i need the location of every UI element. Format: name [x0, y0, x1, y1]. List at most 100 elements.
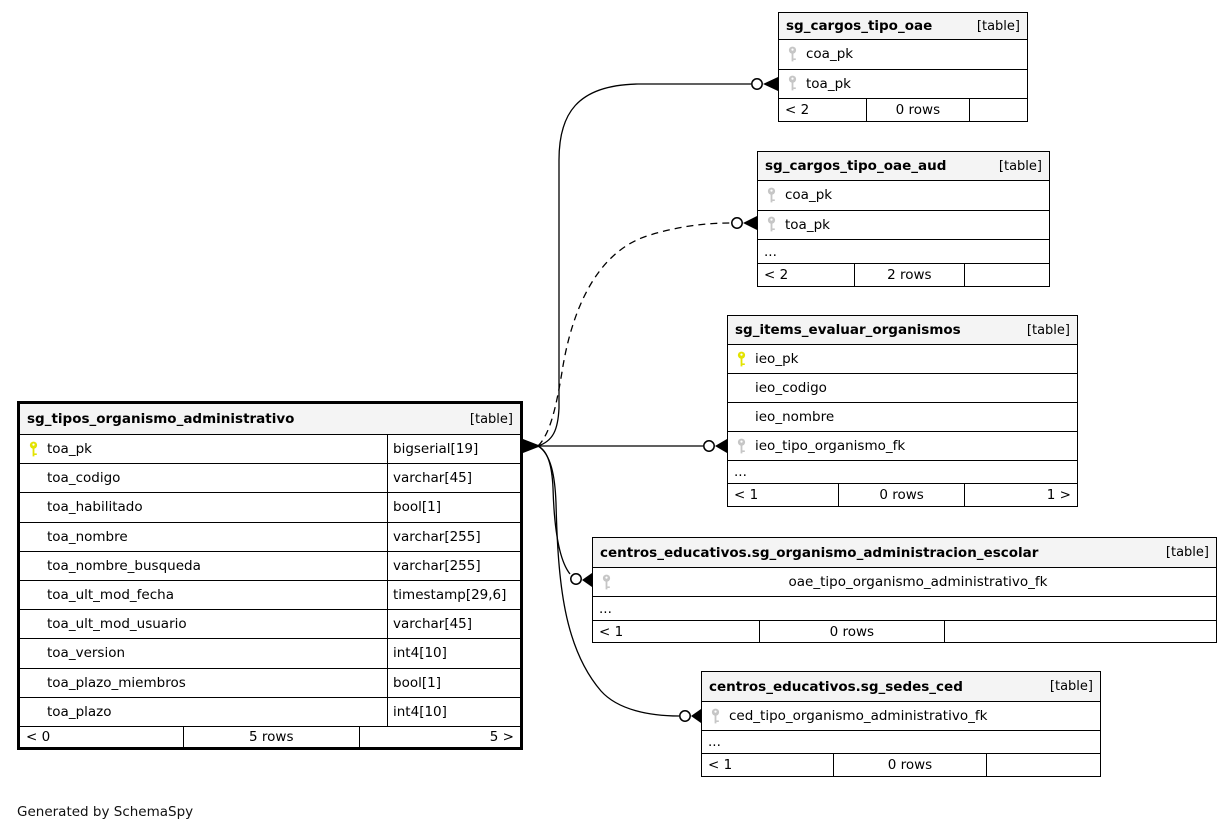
column-name: toa_plazo	[47, 703, 112, 720]
crow-foot-icon	[715, 439, 727, 453]
table-name: centros_educativos.sg_sedes_ced	[709, 678, 963, 695]
column-type: varchar[45]	[387, 610, 520, 639]
column-name: ieo_tipo_organismo_fk	[755, 438, 906, 454]
table-centros_educativos-sg_organismo_administracion_escolar[interactable]: centros_educativos.sg_organismo_administ…	[592, 537, 1217, 643]
zero-or-many-circle-icon	[731, 217, 743, 229]
table-sg_cargos_tipo_oae[interactable]: sg_cargos_tipo_oae [table] coa_pk toa_pk < 2…	[778, 12, 1028, 122]
column-type: varchar[45]	[387, 464, 520, 493]
column-row: ieo_tipo_organismo_fk	[728, 431, 1077, 460]
table-name: sg_cargos_tipo_oae	[786, 18, 933, 34]
footer-row-count: 0 rows	[758, 621, 945, 642]
foreign-key-icon	[737, 438, 746, 453]
footer-row-count: 2 rows	[854, 264, 965, 286]
ellipsis-label: ...	[708, 734, 721, 750]
more-columns-row: ...	[728, 460, 1077, 483]
column-name: ieo_nombre	[755, 409, 835, 425]
column-row: toa_pk	[779, 68, 1027, 99]
column-name: toa_ult_mod_usuario	[47, 616, 187, 633]
table-centros_educativos-sg_sedes_ced[interactable]: centros_educativos.sg_sedes_ced[table]ce…	[701, 671, 1101, 777]
footer-degree-left: < 1	[599, 623, 624, 640]
table-header: sg_tipos_organismo_administrativo[table]	[20, 404, 520, 434]
table-name: sg_items_evaluar_organismos	[735, 322, 961, 338]
column-type: timestamp[29,6]	[387, 580, 520, 610]
column-name: toa_nombre_busqueda	[47, 557, 201, 574]
column-name: toa_ult_mod_fecha	[47, 587, 174, 604]
column-name: coa_pk	[785, 187, 833, 204]
column-row: toa_plazo_miembros bool[1]	[20, 667, 520, 697]
table-footer: < 1 0 rows	[593, 620, 1216, 642]
table-name: sg_tipos_organismo_administrativo	[27, 411, 295, 427]
column-row: ieo_codigo	[728, 373, 1077, 402]
crow-foot-icon	[743, 216, 757, 230]
primary-key-icon	[737, 351, 746, 366]
column-row: toa_codigo varchar[45]	[20, 463, 520, 493]
table-header: sg_cargos_tipo_oae_aud [table]	[758, 152, 1049, 180]
table-name: sg_cargos_tipo_oae_aud	[765, 158, 947, 174]
column-name: ced_tipo_organismo_administrativo_fk	[729, 708, 988, 724]
table-name: centros_educativos.sg_organismo_administ…	[600, 544, 1039, 561]
table-header: sg_cargos_tipo_oae [table]	[779, 13, 1027, 39]
key-cell	[702, 708, 729, 725]
column-name: toa_plazo_miembros	[47, 674, 186, 691]
table-type-tag: [table]	[1165, 545, 1209, 560]
column-type: bigserial[19]	[387, 435, 520, 464]
table-sg_items_evaluar_organismos[interactable]: sg_items_evaluar_organismos[table]ieo_pk…	[727, 315, 1078, 507]
footer-degree-left: < 1	[708, 757, 733, 773]
column-type: bool[1]	[387, 668, 520, 697]
zero-or-many-circle-icon	[679, 710, 691, 722]
column-row: toa_ult_mod_fecha timestamp[29,6]	[20, 579, 520, 610]
key-cell	[728, 438, 755, 455]
table-type-tag: [table]	[976, 18, 1020, 34]
footer-degree-left: < 0	[26, 728, 51, 745]
column-name: toa_nombre	[47, 528, 128, 545]
column-row: toa_ult_mod_usuario varchar[45]	[20, 609, 520, 639]
column-name: oae_tipo_organismo_administrativo_fk	[788, 574, 1048, 590]
footer-degree-right	[945, 621, 1216, 642]
foreign-key-icon	[767, 187, 776, 203]
footer-degree-left: < 1	[734, 487, 759, 503]
column-name: toa_pk	[806, 75, 851, 92]
foreign-key-icon	[788, 75, 797, 91]
footer-row-count: 0 rows	[833, 754, 987, 776]
table-sg_tipos_organismo_administrativo[interactable]: sg_tipos_organismo_administrativo[table]…	[17, 401, 523, 750]
table-header: centros_educativos.sg_sedes_ced[table]	[702, 672, 1100, 701]
column-row: ieo_pk	[728, 344, 1077, 373]
table-type-tag: [table]	[998, 158, 1042, 174]
column-name: toa_codigo	[47, 470, 121, 487]
footer-row-count: 0 rows	[865, 99, 970, 121]
key-cell	[20, 441, 47, 458]
key-cell	[758, 216, 785, 233]
more-columns-row: ...	[758, 239, 1049, 263]
key-cell	[779, 75, 806, 92]
crow-foot-icon	[582, 573, 592, 587]
foreign-key-icon	[711, 708, 720, 723]
footer-degree-right	[987, 754, 1100, 776]
footer-degree-right	[965, 264, 1049, 286]
table-footer: < 1 0 rows	[702, 753, 1100, 776]
parent-endpoint-wedge-icon	[523, 439, 541, 453]
ellipsis-label: ...	[764, 243, 777, 260]
column-row: oae_tipo_organismo_administrativo_fk	[593, 567, 1216, 596]
column-name: toa_pk	[47, 441, 92, 458]
column-type: bool[1]	[387, 493, 520, 522]
column-name: ieo_pk	[755, 351, 799, 367]
crow-foot-icon	[763, 77, 778, 91]
column-type: varchar[255]	[387, 522, 520, 551]
table-footer: < 2 2 rows	[758, 263, 1049, 286]
footer-degree-right	[970, 99, 1027, 121]
column-row: toa_nombre_busqueda varchar[255]	[20, 550, 520, 580]
column-type: varchar[255]	[387, 551, 520, 580]
table-sg_cargos_tipo_oae_aud[interactable]: sg_cargos_tipo_oae_aud [table] coa_pk toa_p…	[757, 151, 1050, 287]
column-name: toa_pk	[785, 216, 830, 233]
footer-degree-right: 5 >	[489, 728, 514, 745]
column-name: ieo_codigo	[755, 380, 827, 396]
footer-degree-left: < 2	[764, 267, 789, 283]
foreign-key-icon	[602, 574, 611, 589]
relationship-edge-to-sg_items_evaluar_organismos	[538, 439, 727, 453]
column-name: coa_pk	[806, 46, 854, 63]
footer-row-count: 0 rows	[837, 484, 966, 506]
